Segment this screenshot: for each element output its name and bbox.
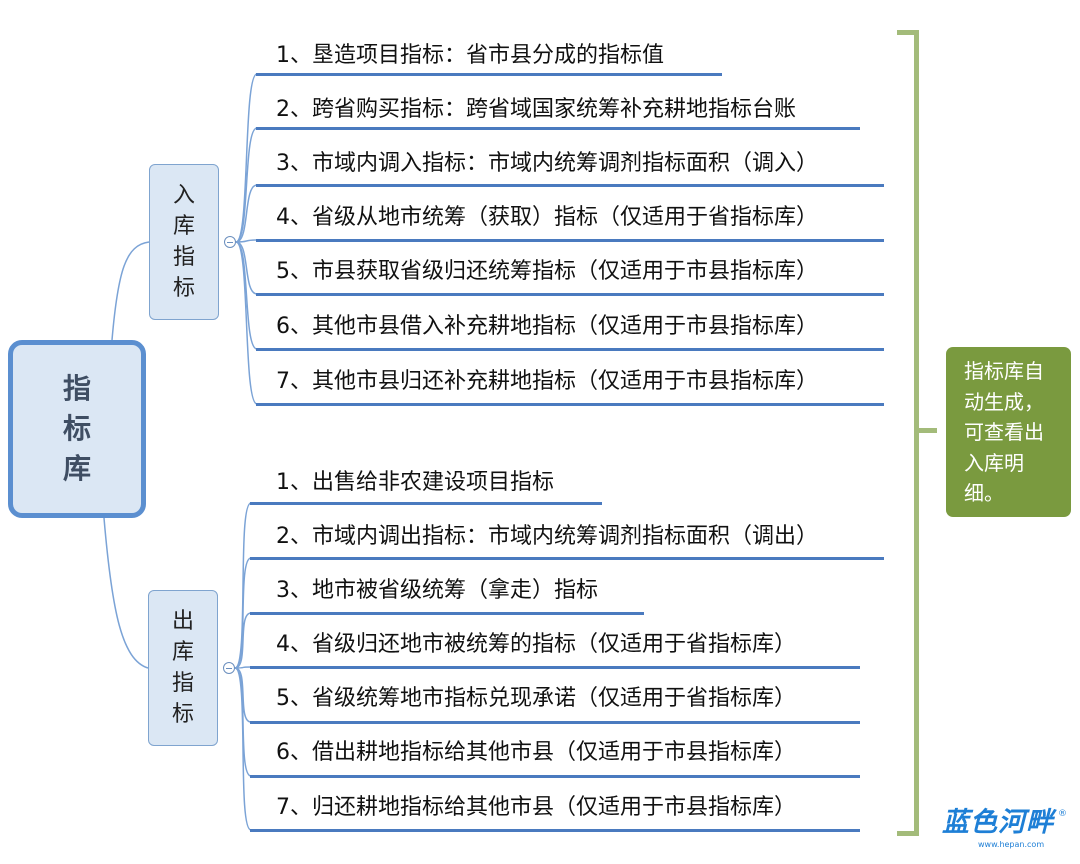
out-leaf-connector <box>234 667 252 831</box>
in-leaf-label[interactable]: 2、跨省购买指标：跨省域国家统筹补充耕地指标台账 <box>276 97 796 122</box>
out-branch-connectors <box>234 502 252 831</box>
in-leaf-label[interactable]: 3、市域内调入指标：市域内统筹调剂指标面积（调入） <box>276 151 818 176</box>
in-branch-label-char: 标 <box>172 276 195 301</box>
in-branch-node[interactable]: 入 库 指 标 <box>149 164 219 320</box>
out-leaf-underline <box>250 612 644 615</box>
out-branch-node[interactable]: 出 库 指 标 <box>148 590 218 746</box>
in-leaf-underline <box>256 293 884 296</box>
out-leaf-underline <box>250 829 860 832</box>
in-leaf-underline <box>256 239 884 242</box>
out-leaf-underline <box>250 775 860 778</box>
out-leaf-label[interactable]: 1、出售给非农建设项目指标 <box>276 470 554 495</box>
registered-mark: ® <box>1058 809 1067 819</box>
out-leaf-label[interactable]: 3、地市被省级统筹（拿走）指标 <box>276 578 598 603</box>
in-branch-label-char: 库 <box>172 214 195 239</box>
out-leaf-underline <box>250 502 602 505</box>
in-leaf-connector <box>235 73 258 243</box>
in-branch-label-char: 指 <box>172 245 195 270</box>
in-leaf-label[interactable]: 4、省级从地市统筹（获取）指标（仅适用于省指标库） <box>276 205 818 230</box>
out-leaf-connector <box>234 612 252 669</box>
in-leaf-label[interactable]: 1、垦造项目指标：省市县分成的指标值 <box>276 43 664 68</box>
out-leaf-connector <box>234 666 252 669</box>
out-leaf-label[interactable]: 4、省级归还地市被统筹的指标（仅适用于省指标库） <box>276 632 796 657</box>
logo-text: 蓝色河畔 <box>942 807 1054 838</box>
in-leaf-underline <box>256 73 722 76</box>
in-leaf-label[interactable]: 7、其他市县归还补充耕地指标（仅适用于市县指标库） <box>276 369 818 394</box>
root-to-in-connector <box>111 241 150 341</box>
note-line: 入库明 <box>964 450 1024 475</box>
out-branch-collapse-icon[interactable] <box>223 662 235 674</box>
out-leaf-connector <box>234 667 252 723</box>
out-leaf-label[interactable]: 5、省级统筹地市指标兑现承诺（仅适用于省指标库） <box>276 686 796 711</box>
root-label-char: 标 <box>62 412 91 445</box>
in-leaf-label[interactable]: 6、其他市县借入补充耕地指标（仅适用于市县指标库） <box>276 314 818 339</box>
in-leaf-underline <box>256 127 860 130</box>
in-leaf-connector <box>235 184 258 243</box>
summary-note[interactable]: 指标库自 动生成， 可查看出 入库明 细。 <box>946 347 1071 517</box>
out-branch-label-char: 出 <box>171 609 194 634</box>
in-branch-collapse-icon[interactable] <box>224 236 236 248</box>
in-leaf-connector <box>235 239 258 243</box>
in-leaf-underline <box>256 403 884 406</box>
in-branch-label-char: 入 <box>172 183 195 208</box>
root-label-char: 指 <box>62 372 91 405</box>
root-to-out-connector <box>103 517 149 669</box>
out-branch-label-char: 库 <box>171 640 194 665</box>
root-node[interactable]: 指 标 库 <box>8 340 146 518</box>
out-leaf-underline <box>250 666 860 669</box>
in-leaf-connector <box>235 127 258 243</box>
in-leaf-label[interactable]: 5、市县获取省级归还统筹指标（仅适用于市县指标库） <box>276 259 818 284</box>
note-line: 指标库自 <box>964 359 1044 383</box>
note-line: 可查看出 <box>964 420 1044 444</box>
in-leaf-underline <box>256 348 884 351</box>
out-leaf-underline <box>250 721 860 724</box>
root-label-char: 库 <box>62 452 91 485</box>
out-leaf-label[interactable]: 6、借出耕地指标给其他市县（仅适用于市县指标库） <box>276 740 796 765</box>
summary-bracket <box>897 30 919 836</box>
out-leaf-connector <box>234 502 252 669</box>
out-branch-label-char: 标 <box>171 702 194 727</box>
logo: 蓝色河畔 ® www.hepan.com <box>942 806 1068 860</box>
in-branch-connectors <box>235 73 258 405</box>
in-leaf-connector <box>235 241 258 405</box>
note-line: 细。 <box>964 481 1004 505</box>
note-line: 动生成， <box>964 389 1044 414</box>
out-branch-label-char: 指 <box>171 671 194 696</box>
out-leaf-connector <box>234 557 252 669</box>
out-leaf-label[interactable]: 2、市域内调出指标：市域内统筹调剂指标面积（调出） <box>276 524 818 549</box>
in-leaf-underline <box>256 184 884 187</box>
out-leaf-label[interactable]: 7、归还耕地指标给其他市县（仅适用于市县指标库） <box>276 795 796 820</box>
logo-url: www.hepan.com <box>978 840 1045 849</box>
summary-bracket-tick <box>915 428 937 433</box>
out-leaf-underline <box>250 557 884 560</box>
